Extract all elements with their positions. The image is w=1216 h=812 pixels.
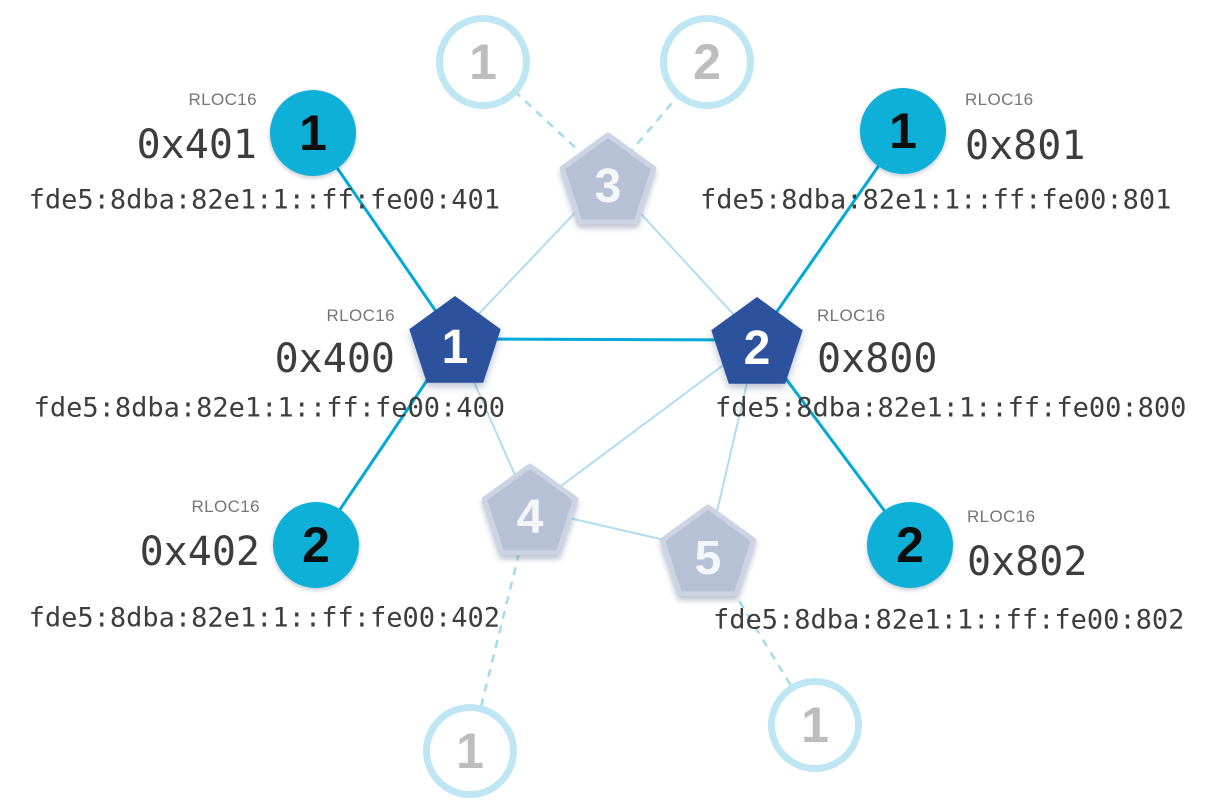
rloc16-value: 0x802	[967, 539, 1088, 585]
ipv6-address: fde5:8dba:82e1:1::ff:fe00:401	[28, 184, 500, 216]
node-child-401[interactable]: 1	[270, 90, 356, 176]
node-router-3[interactable]: 3	[558, 132, 658, 233]
rloc16-label: RLOC16	[965, 90, 1034, 109]
node-child-802[interactable]: 2	[867, 502, 953, 588]
node-child-801[interactable]: 1	[860, 88, 946, 174]
ipv6-address: fde5:8dba:82e1:1::ff:fe00:400	[33, 392, 505, 424]
node-router-2[interactable]: 2	[707, 295, 807, 395]
node-router-5[interactable]: 5	[658, 504, 758, 605]
link-router-2-router-4	[529, 339, 758, 510]
node-number: 1	[299, 105, 327, 161]
node-number: 2	[896, 517, 924, 573]
ipv6-address: fde5:8dba:82e1:1::ff:fe00:801	[700, 184, 1172, 216]
node-child-402[interactable]: 2	[273, 502, 359, 588]
node-number: 1	[801, 697, 829, 753]
rloc16-value: 0x400	[274, 336, 395, 382]
node-number: 1	[456, 723, 484, 779]
node-number: 3	[594, 160, 622, 213]
node-child-top-1[interactable]: 1	[436, 15, 530, 109]
rloc16-value: 0x801	[965, 123, 1086, 169]
link-router-4-child-bottom-left	[468, 508, 532, 752]
link-router-1-router-2	[454, 337, 758, 342]
rloc16-label: RLOC16	[817, 306, 886, 325]
node-number: 5	[694, 532, 722, 585]
pentagon-shape-icon	[659, 504, 757, 597]
rloc16-label: RLOC16	[191, 497, 260, 516]
node-child-bottom-right[interactable]: 1	[768, 678, 862, 772]
node-number: 1	[889, 103, 917, 159]
rloc16-value: 0x402	[139, 529, 260, 575]
ipv6-address: fde5:8dba:82e1:1::ff:fe00:802	[713, 604, 1185, 636]
pentagon-shape-icon	[481, 463, 579, 556]
pentagon-shape-icon	[409, 296, 501, 383]
node-number: 2	[693, 34, 721, 90]
pentagon-shape-icon	[559, 132, 657, 225]
ipv6-address: fde5:8dba:82e1:1::ff:fe00:402	[28, 602, 500, 634]
node-router-4[interactable]: 4	[480, 463, 580, 564]
rloc16-value: 0x800	[817, 336, 938, 382]
node-number: 1	[469, 34, 497, 90]
rloc16-label: RLOC16	[326, 306, 395, 325]
ipv6-address: fde5:8dba:82e1:1::ff:fe00:800	[715, 392, 1187, 424]
node-number: 1	[441, 321, 469, 374]
node-number: 4	[516, 491, 544, 544]
rloc16-label: RLOC16	[967, 507, 1036, 526]
node-child-top-2[interactable]: 2	[660, 15, 754, 109]
node-number: 2	[302, 517, 330, 573]
node-number: 2	[743, 322, 771, 375]
rloc16-label: RLOC16	[188, 90, 257, 109]
node-router-1[interactable]: 1	[405, 294, 505, 394]
pentagon-shape-icon	[711, 297, 803, 384]
node-child-bottom-left[interactable]: 1	[423, 704, 517, 798]
rloc16-value: 0x401	[136, 122, 257, 168]
